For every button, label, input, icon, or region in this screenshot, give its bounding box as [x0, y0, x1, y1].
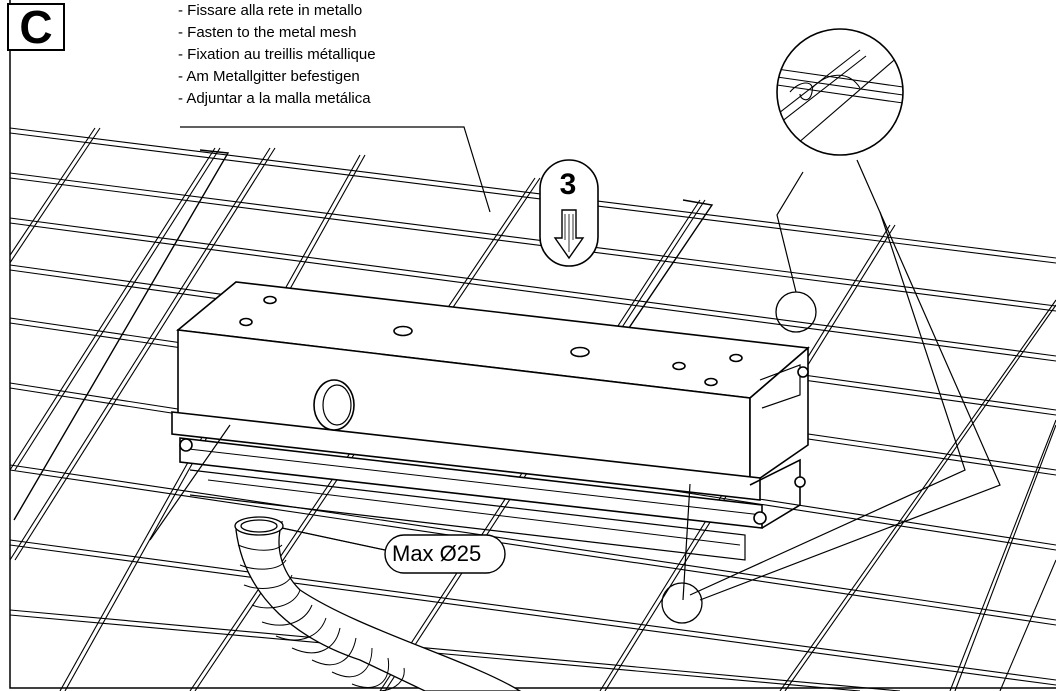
leader-lines: [149, 126, 691, 601]
max-diameter-label: Max Ø25: [392, 541, 482, 566]
ceiling-box: [171, 281, 810, 561]
instruction-french: - Fixation au treillis métallique: [178, 46, 376, 63]
box-side: [749, 346, 809, 487]
instruction-german: - Am Metallgitter befestigen: [178, 68, 360, 85]
instruction-english: - Fasten to the metal mesh: [178, 24, 357, 41]
flexible-hose: [234, 516, 522, 691]
zoom-detail: [689, 28, 1001, 601]
instruction-italian: - Fissare alla rete in metallo: [178, 2, 363, 19]
max-diameter-callout-box: [384, 534, 506, 574]
drawing-frame: [9, 0, 1056, 689]
instruction-spanish: - Adjuntar a la malla metálica: [178, 90, 371, 107]
box-flange: [171, 411, 761, 501]
step-number: 3: [559, 168, 577, 201]
panel-letter-badge: C: [7, 3, 65, 51]
step-arrow-badge: [539, 159, 599, 267]
